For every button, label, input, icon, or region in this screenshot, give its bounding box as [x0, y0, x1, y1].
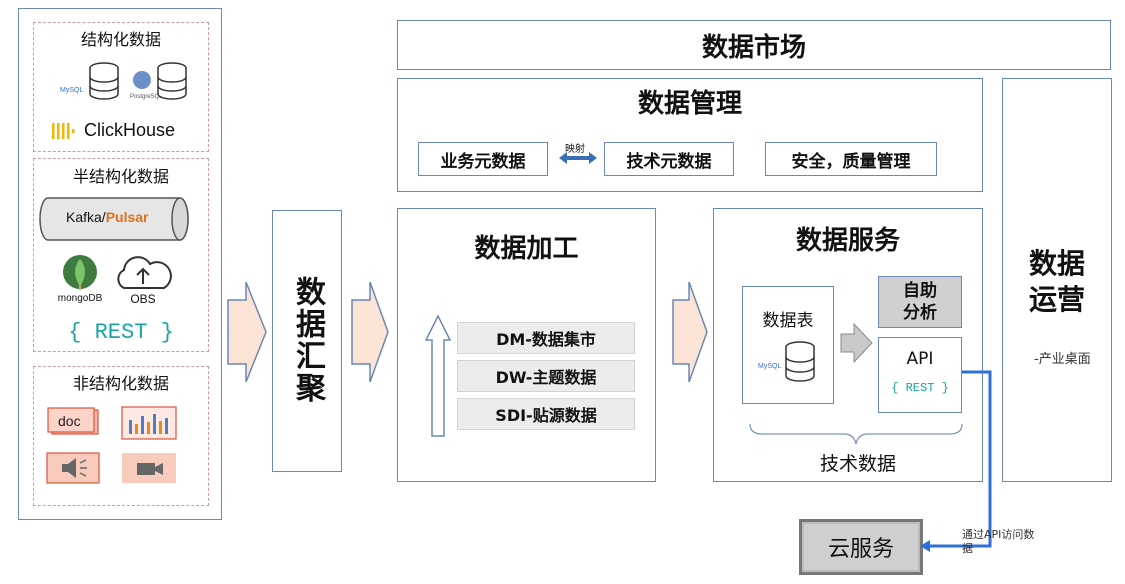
operations-note: -产业桌面 — [1034, 352, 1091, 367]
svg-text:MySQL: MySQL — [758, 363, 781, 370]
obs-cloud-icon — [117, 256, 172, 289]
semi-structured-group — [33, 158, 209, 352]
api-label: API — [906, 349, 934, 369]
api-rest-label: { REST } — [891, 381, 949, 395]
doc-text: doc — [58, 413, 81, 429]
unstructured-title: 非结构化数据 — [72, 374, 169, 393]
self-analysis-box: 自助分析 — [878, 276, 962, 328]
mongodb-icon — [63, 255, 97, 290]
api-to-cloud-connector — [920, 370, 992, 552]
aggregation-box — [272, 210, 342, 472]
sources-panel — [18, 8, 222, 520]
data-operations-box — [1002, 78, 1112, 482]
arrow-aggregation-to-processing — [351, 281, 389, 383]
mysql-logo-text: MySQL — [60, 87, 83, 94]
api-box — [878, 337, 962, 413]
cloud-access-note: 通过API访问数据 — [962, 528, 1035, 555]
bar-chart-file-icon — [121, 406, 177, 440]
self-analysis-label: 自助分析 — [903, 281, 937, 323]
tech-data-label: 技术数据 — [819, 452, 896, 475]
obs-label: OBS — [130, 292, 156, 306]
structured-title: 结构化数据 — [80, 30, 161, 49]
mysql-db-icon: MySQL — [60, 62, 119, 100]
postgresql-db-icon: PostgreSQL — [130, 62, 187, 100]
clickhouse-icon — [52, 123, 75, 139]
data-service-title: 数据服务 — [795, 225, 900, 256]
data-table-label: 数据表 — [762, 310, 814, 331]
table-to-service-arrow — [840, 322, 873, 364]
structured-group — [33, 22, 209, 152]
data-operations-title: 数据运营 — [1028, 247, 1085, 316]
security-quality-box: 安全，质量管理 — [765, 142, 937, 176]
aggregation-label: 数据汇聚 — [290, 276, 325, 404]
kafka-label: Kafka/Pulsar — [66, 209, 149, 225]
cloud-service-label: 云服务 — [827, 537, 894, 562]
clickhouse-label: ClickHouse — [84, 120, 176, 140]
rest-source-label: { REST } — [68, 320, 174, 345]
audio-speaker-icon — [46, 452, 100, 484]
mapping-label: 映射 — [565, 144, 585, 155]
data-management-title: 数据管理 — [637, 88, 742, 119]
arrow-sources-to-aggregation — [227, 281, 267, 383]
tech-metadata-box: 技术元数据 — [604, 142, 734, 176]
doc-file-icon: doc — [47, 407, 99, 435]
semi-structured-title: 半结构化数据 — [72, 167, 169, 186]
kafka-cylinder-icon — [39, 197, 189, 241]
svg-text:PostgreSQL: PostgreSQL — [130, 94, 163, 100]
data-table-db-icon: MySQL — [758, 341, 815, 382]
unstructured-group — [33, 366, 209, 506]
data-market-header: 数据市场 — [397, 20, 1111, 70]
bidirectional-mapping-arrow — [559, 152, 597, 164]
layer-dw-bar: DW-主题数据 — [457, 360, 635, 392]
upward-layer-arrow — [424, 314, 452, 437]
data-table-box — [742, 286, 834, 404]
cloud-service-box: 云服务 — [799, 519, 923, 575]
tech-data-brace — [749, 423, 963, 445]
layer-dm-bar: DM-数据集市 — [457, 322, 635, 354]
data-processing-title: 数据加工 — [474, 233, 579, 264]
video-camera-icon — [122, 453, 176, 483]
business-metadata-box: 业务元数据 — [418, 142, 548, 176]
kafka-text: Kafka/ — [66, 209, 106, 225]
pulsar-text: Pulsar — [105, 209, 149, 225]
layer-sdi-bar: SDI-贴源数据 — [457, 398, 635, 430]
mongodb-label: mongoDB — [57, 293, 103, 304]
arrow-processing-to-service — [672, 281, 708, 383]
